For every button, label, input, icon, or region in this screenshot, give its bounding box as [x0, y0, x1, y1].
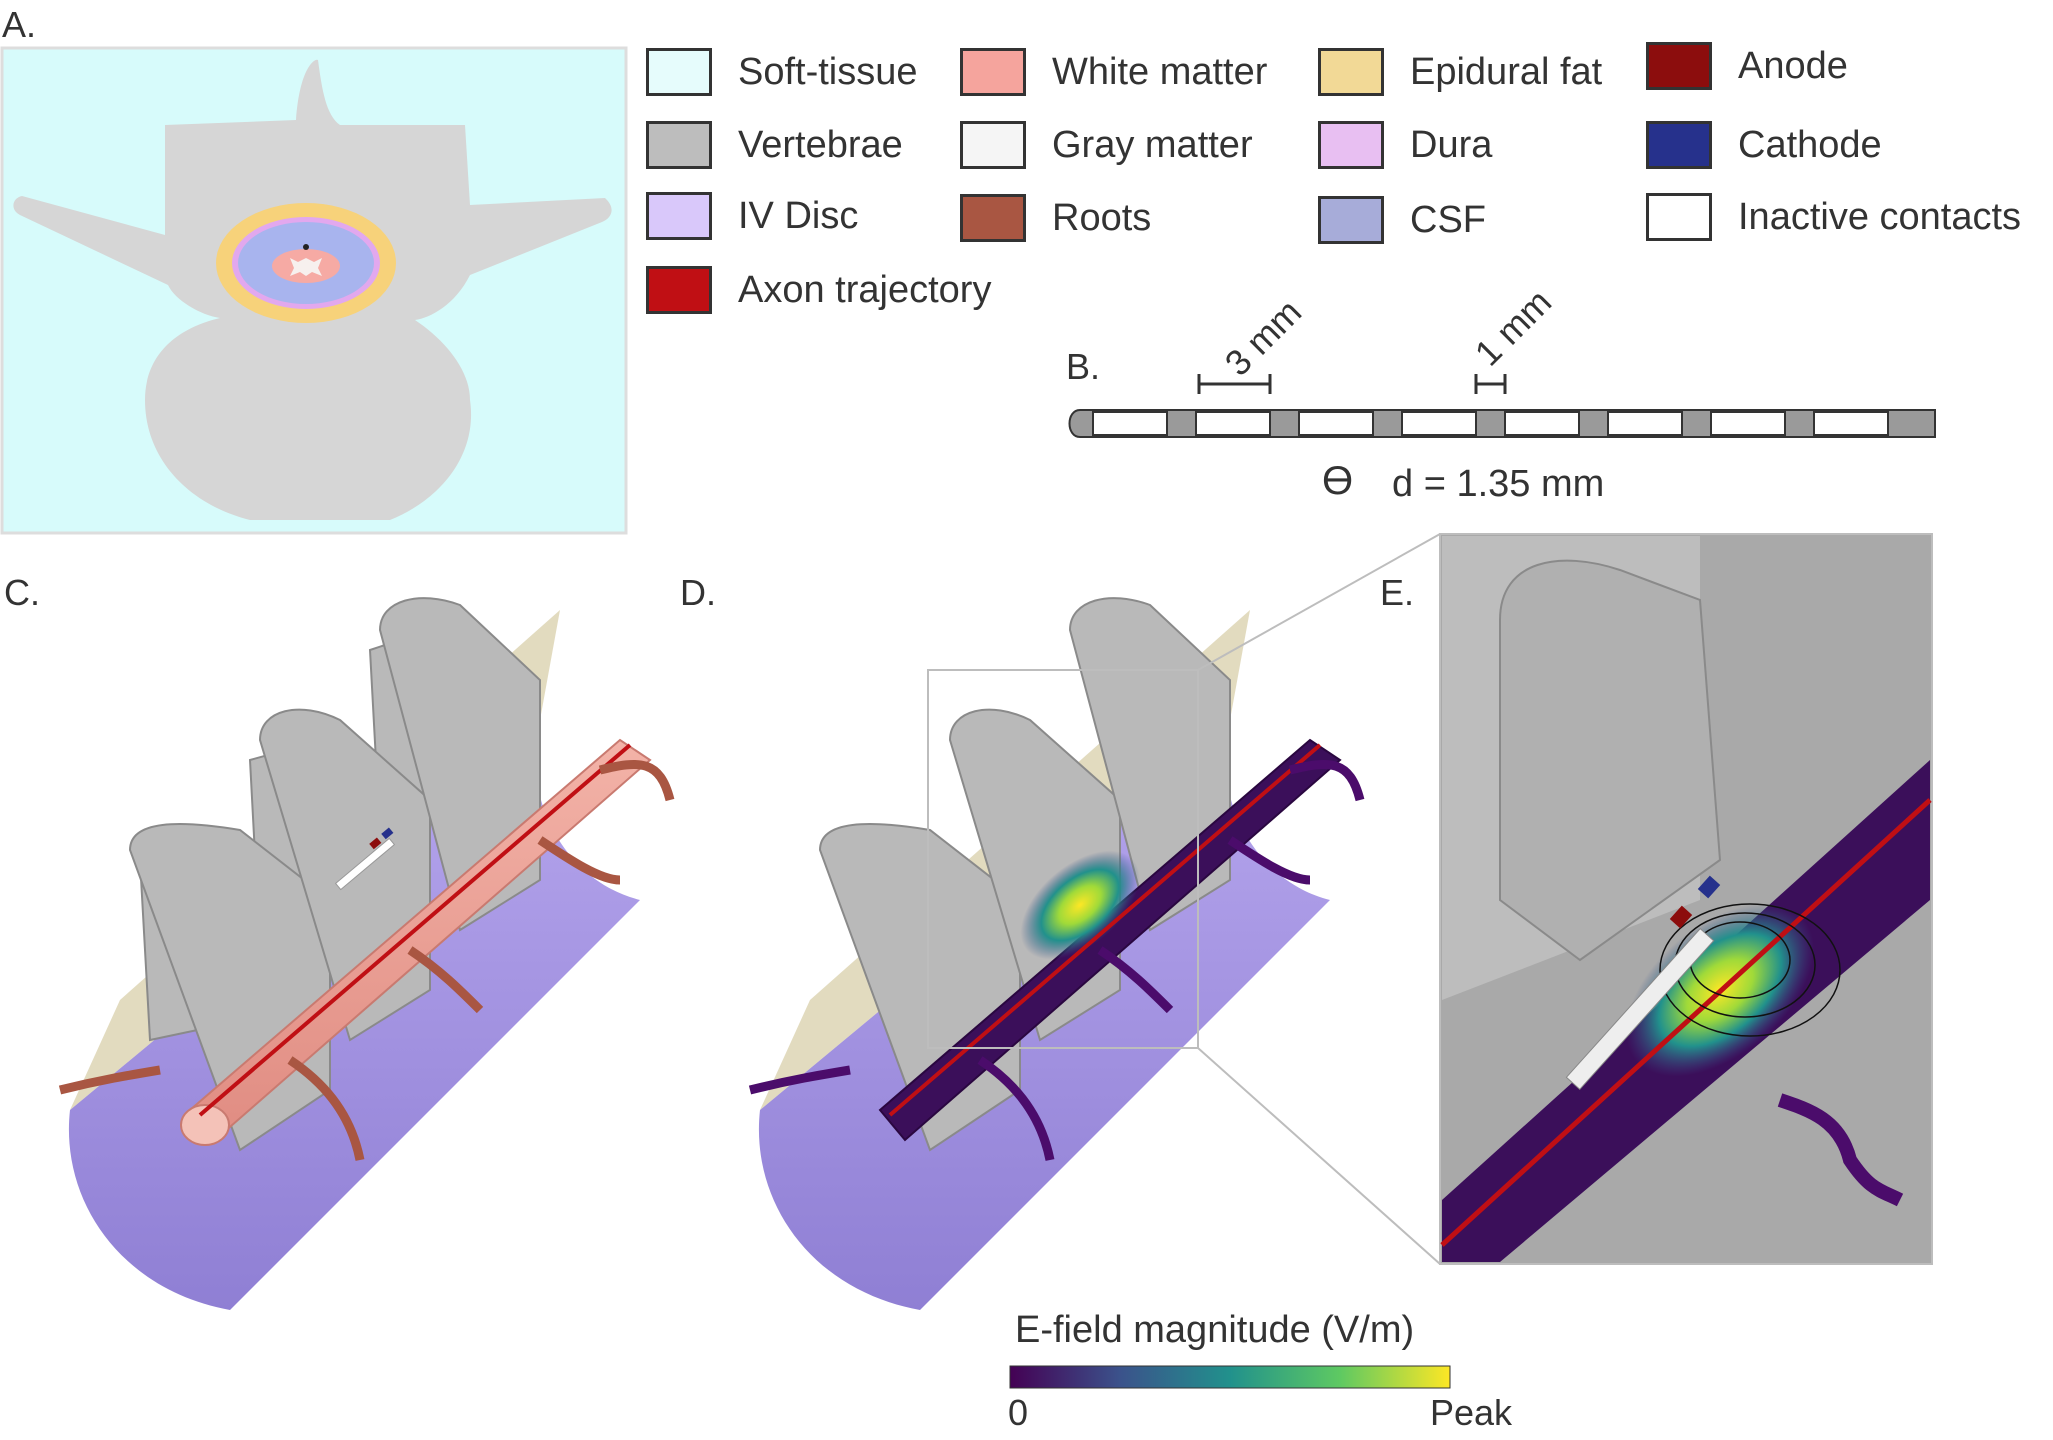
legend-item-white-matter: White matter — [960, 45, 1267, 99]
efield-hotspot — [1020, 850, 1140, 960]
axon-trajectory — [1440, 798, 1932, 1247]
legend-item-anode: Anode — [1646, 39, 1848, 93]
colorbar-max-label: Peak — [1430, 1392, 1513, 1433]
cathode-contact — [381, 827, 394, 840]
legend-item-axon-trajectory: Axon trajectory — [646, 263, 991, 317]
legend-item-vertebrae: Vertebrae — [646, 118, 903, 172]
legend-item-gray-matter: Gray matter — [960, 118, 1253, 172]
legend-label: Roots — [1052, 196, 1152, 239]
legend-item-iv-disc: IV Disc — [646, 189, 858, 243]
legend-label: Soft-tissue — [738, 50, 918, 93]
panel-label-d: D. — [680, 572, 716, 613]
lead-3d-zoom — [1565, 927, 1715, 1091]
nerve-root-zoom — [1777, 1093, 1904, 1207]
lead-contact — [1504, 411, 1580, 436]
legend-label: Anode — [1738, 44, 1848, 87]
lead-contact — [1092, 411, 1168, 436]
legend-swatch — [1318, 48, 1384, 96]
field-contours — [1659, 903, 1841, 1037]
lead-3d — [334, 837, 396, 891]
panel-label-b: B. — [1066, 346, 1101, 387]
panel-d-3d-model — [748, 533, 1441, 1310]
legend-item-epidural-fat: Epidural fat — [1318, 45, 1602, 99]
gray-matter-region — [290, 258, 322, 276]
scale-bar-3mm — [1197, 374, 1272, 394]
panel-label-a: A. — [2, 4, 37, 45]
legend-label: CSF — [1410, 198, 1486, 241]
legend-swatch — [646, 266, 712, 314]
axon-trajectory — [198, 743, 632, 1117]
legend-swatch — [1318, 121, 1384, 169]
legend-swatch — [646, 48, 712, 96]
lead-contact — [1607, 411, 1683, 436]
legend-swatch — [1646, 193, 1712, 241]
legend-item-soft-tissue: Soft-tissue — [646, 45, 918, 99]
diameter-symbol: ϴ — [1322, 459, 1353, 503]
diameter-label: d = 1.35 mm — [1392, 463, 1604, 505]
legend-label: Axon trajectory — [738, 268, 992, 311]
nerve-roots — [748, 760, 1365, 1161]
panel-label-e: E. — [1380, 572, 1415, 613]
lead-contact — [1710, 411, 1786, 436]
legend-label: Vertebrae — [738, 123, 903, 166]
legend-item-csf: CSF — [1318, 193, 1486, 247]
lead-contact — [1298, 411, 1374, 436]
panel-c-3d-model — [58, 597, 675, 1310]
legend-label: Inactive contacts — [1738, 195, 2022, 238]
legend-swatch — [646, 121, 712, 169]
cathode-contact — [1697, 875, 1721, 899]
legend-swatch — [1318, 196, 1384, 244]
legend-label: Epidural fat — [1410, 50, 1603, 93]
legend-swatch — [960, 48, 1026, 96]
scale-bar-1mm — [1474, 374, 1507, 394]
legend-swatch — [1646, 42, 1712, 90]
panel-label-c: C. — [4, 572, 40, 613]
legend-item-roots: Roots — [960, 191, 1151, 245]
lead-contact — [1813, 411, 1889, 436]
legend-item-cathode: Cathode — [1646, 118, 1882, 172]
legend-label: Cathode — [1738, 123, 1882, 166]
anode-contact — [1669, 905, 1693, 929]
panel-e-zoomed-model — [1439, 533, 1933, 1265]
lead-body — [1068, 409, 1936, 438]
legend-swatch — [1646, 121, 1712, 169]
legend-label: Gray matter — [1052, 123, 1253, 166]
legend-swatch — [960, 121, 1026, 169]
colorbar-title: E-field magnitude (V/m) — [1015, 1309, 1414, 1351]
anode-contact — [369, 837, 382, 850]
legend-label: White matter — [1052, 50, 1268, 93]
lead-contact — [1401, 411, 1477, 436]
efield-colorbar — [1009, 1365, 1451, 1389]
lead-dot — [303, 244, 309, 250]
legend-swatch — [960, 194, 1026, 242]
lead-contact — [1195, 411, 1271, 436]
axon-trajectory — [888, 743, 1322, 1117]
colorbar-min-label: 0 — [1008, 1392, 1028, 1433]
legend-label: Dura — [1410, 123, 1493, 166]
zoom-box — [927, 669, 1199, 1049]
legend-item-inactive-contacts: Inactive contacts — [1646, 190, 2021, 244]
nerve-roots — [58, 760, 675, 1161]
legend-swatch — [646, 192, 712, 240]
spinal-cord-efield — [878, 738, 1342, 1142]
legend-label: IV Disc — [738, 194, 859, 237]
legend-item-dura: Dura — [1318, 118, 1492, 172]
